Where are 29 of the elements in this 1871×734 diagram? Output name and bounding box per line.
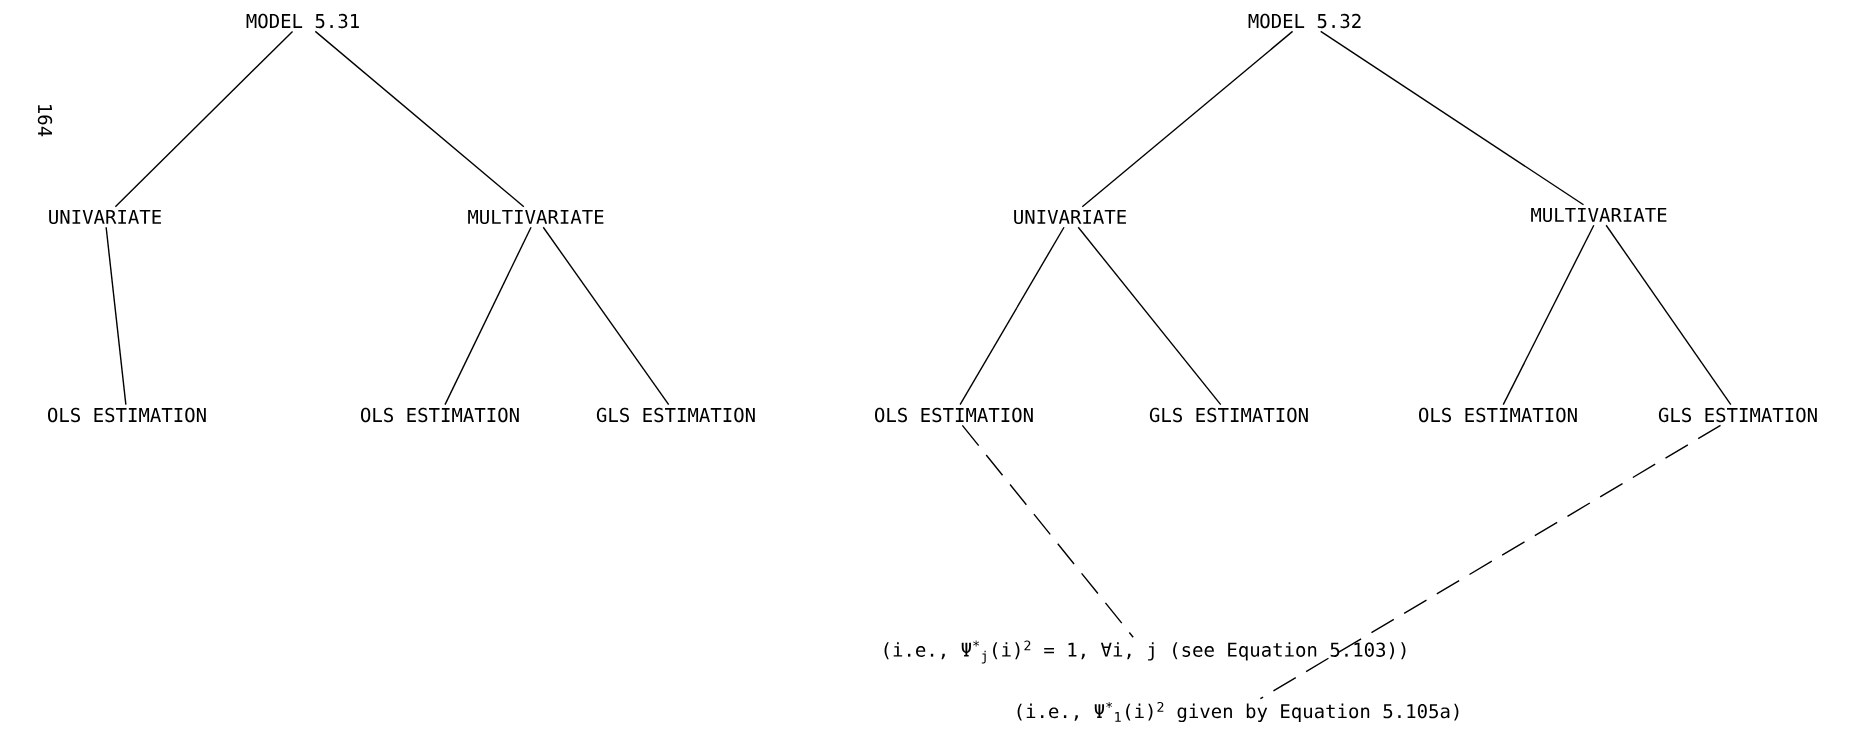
- method-label: GLS ESTIMATION: [1658, 407, 1817, 423]
- tree-line: [1077, 226, 1222, 406]
- formula-note: (i.e., Ψ$^{*}$$_{1}$(i)$^{2}$ given by Equation 5.105a): [1017, 701, 1459, 723]
- method-label: OLS ESTIMATION: [1419, 407, 1577, 423]
- dashed-line: [961, 424, 1134, 638]
- tree-line: [1605, 224, 1732, 406]
- category-label: UNIVARIATE: [1014, 209, 1126, 225]
- tree-line: [1081, 30, 1294, 208]
- page-number: 164: [37, 105, 53, 137]
- tree-line: [114, 30, 294, 208]
- model-title: MODEL 5.31: [246, 13, 359, 29]
- dashed-line: [1259, 424, 1722, 700]
- tree-line: [1320, 30, 1585, 206]
- tree-line: [314, 30, 525, 208]
- category-label: MULTIVARIATE: [468, 209, 604, 225]
- category-label: MULTIVARIATE: [1531, 207, 1667, 223]
- category-label: UNIVARIATE: [49, 209, 161, 225]
- tree-line: [105, 226, 127, 406]
- method-label: GLS ESTIMATION: [596, 407, 755, 423]
- tree-line: [1502, 224, 1595, 406]
- method-label: OLS ESTIMATION: [361, 407, 519, 423]
- formula-note: (i.e., Ψ$^{*}$$_{j}$(i)$^{2}$ = 1, ∀i, j (see Equation 5.103)): [884, 640, 1406, 664]
- tree-line: [444, 226, 532, 406]
- method-label: OLS ESTIMATION: [48, 407, 206, 423]
- tree-line: [959, 226, 1065, 406]
- model-title: MODEL 5.32: [1248, 13, 1361, 29]
- tree-line: [542, 226, 670, 406]
- method-label: GLS ESTIMATION: [1149, 407, 1308, 423]
- method-label: OLS ESTIMATION: [875, 407, 1033, 423]
